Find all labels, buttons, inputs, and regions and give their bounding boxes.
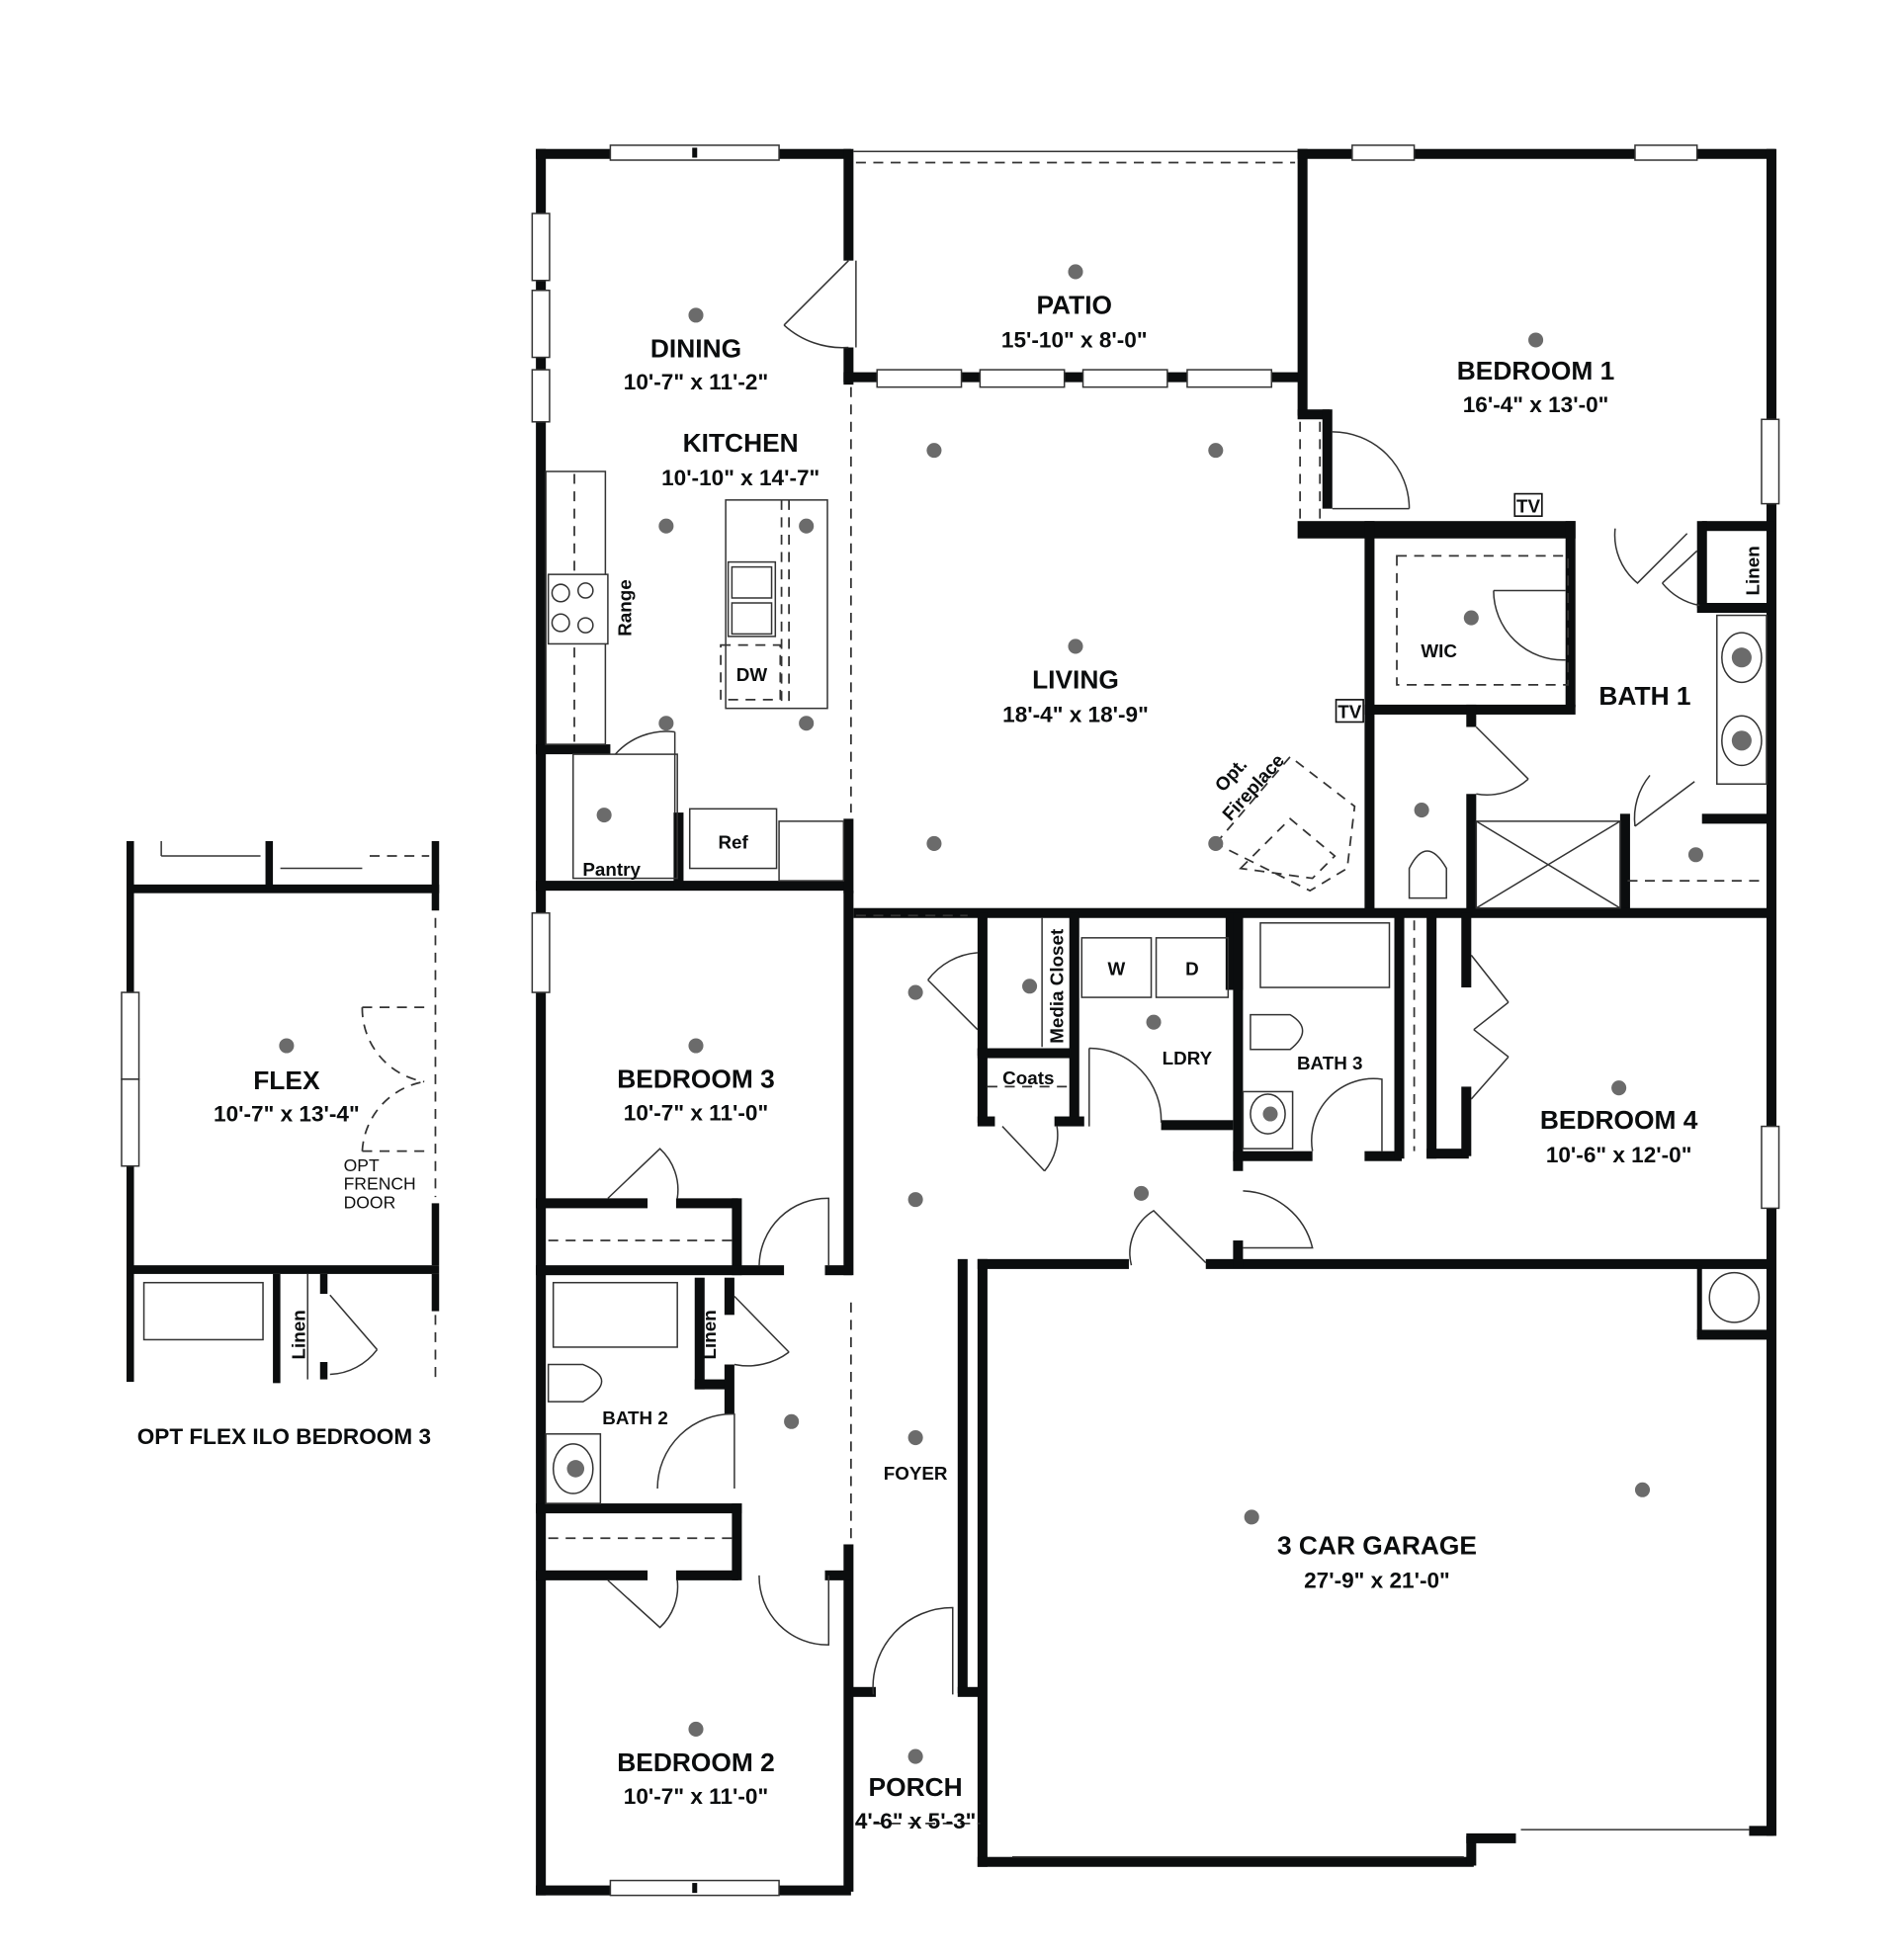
range-label: Range <box>615 579 636 637</box>
room-flex: FLEX <box>253 1065 320 1095</box>
fixture-labels: Range DW Ref Pantry W D Media Closet Coa… <box>582 546 1763 1359</box>
room-bedroom1: BEDROOM 1 <box>1457 356 1615 385</box>
exterior-walls <box>536 148 1777 1896</box>
room-porch-dims: 4'-6" x 5'-3" <box>855 1809 977 1833</box>
room-bath2: BATH 2 <box>602 1407 668 1428</box>
pantry-label: Pantry <box>582 859 641 880</box>
doors <box>607 260 1750 1858</box>
room-bedroom3-dims: 10'-7" x 11'-0" <box>624 1100 768 1125</box>
flex-caption: OPT FLEX ILO BEDROOM 3 <box>137 1424 431 1449</box>
room-garage-dims: 27'-9" x 21'-0" <box>1304 1568 1450 1592</box>
windows <box>531 144 1780 1897</box>
room-bath3: BATH 3 <box>1297 1053 1363 1073</box>
tv-label: TV <box>1516 495 1540 516</box>
room-bedroom2-dims: 10'-7" x 11'-0" <box>624 1784 768 1809</box>
washer-label: W <box>1108 958 1126 979</box>
dryer-label: D <box>1185 958 1199 979</box>
room-patio: PATIO <box>1036 291 1112 320</box>
light-markers <box>279 264 1703 1764</box>
room-bath1: BATH 1 <box>1598 681 1690 711</box>
room-ldry: LDRY <box>1163 1048 1213 1068</box>
media-closet-label: Media Closet <box>1046 928 1067 1044</box>
room-living: LIVING <box>1032 665 1119 695</box>
linen-label: Linen <box>1742 546 1763 595</box>
room-patio-dims: 15'-10" x 8'-0" <box>1001 328 1148 353</box>
room-bedroom1-dims: 16'-4" x 13'-0" <box>1463 392 1609 417</box>
room-kitchen-dims: 10'-10" x 14'-7" <box>661 466 820 490</box>
french-door-note-2: FRENCH <box>344 1174 416 1194</box>
flex-option-inset: FLEX 10'-7" x 13'-4" OPT FRENCH DOOR Lin… <box>121 840 440 1449</box>
room-labels: DINING 10'-7" x 11'-2" KITCHEN 10'-10" x… <box>602 291 1698 1833</box>
room-foyer: FOYER <box>884 1463 948 1484</box>
dishwasher-label: DW <box>736 664 768 685</box>
tv-markers: TV TV <box>1335 492 1543 724</box>
linen-label: Linen <box>699 1310 720 1359</box>
room-kitchen: KITCHEN <box>683 428 799 458</box>
room-dining-dims: 10'-7" x 11'-2" <box>624 370 768 394</box>
refrigerator-label: Ref <box>718 831 748 852</box>
room-bedroom4-dims: 10'-6" x 12'-0" <box>1546 1143 1692 1167</box>
coats-label: Coats <box>1002 1067 1054 1088</box>
linen-label: Linen <box>289 1310 309 1359</box>
french-door-note-3: DOOR <box>344 1192 396 1212</box>
tv-label: TV <box>1337 702 1361 723</box>
room-bedroom4: BEDROOM 4 <box>1540 1105 1698 1135</box>
french-door-note-1: OPT <box>344 1155 380 1175</box>
room-garage: 3 CAR GARAGE <box>1277 1531 1477 1561</box>
fixtures <box>545 470 1768 1540</box>
room-dining: DINING <box>650 334 741 364</box>
room-wic: WIC <box>1421 640 1457 661</box>
room-porch: PORCH <box>869 1772 963 1802</box>
room-flex-dims: 10'-7" x 13'-4" <box>214 1102 360 1127</box>
room-bedroom3: BEDROOM 3 <box>617 1065 775 1094</box>
room-living-dims: 18'-4" x 18'-9" <box>1002 702 1149 726</box>
room-bedroom2: BEDROOM 2 <box>617 1747 775 1777</box>
